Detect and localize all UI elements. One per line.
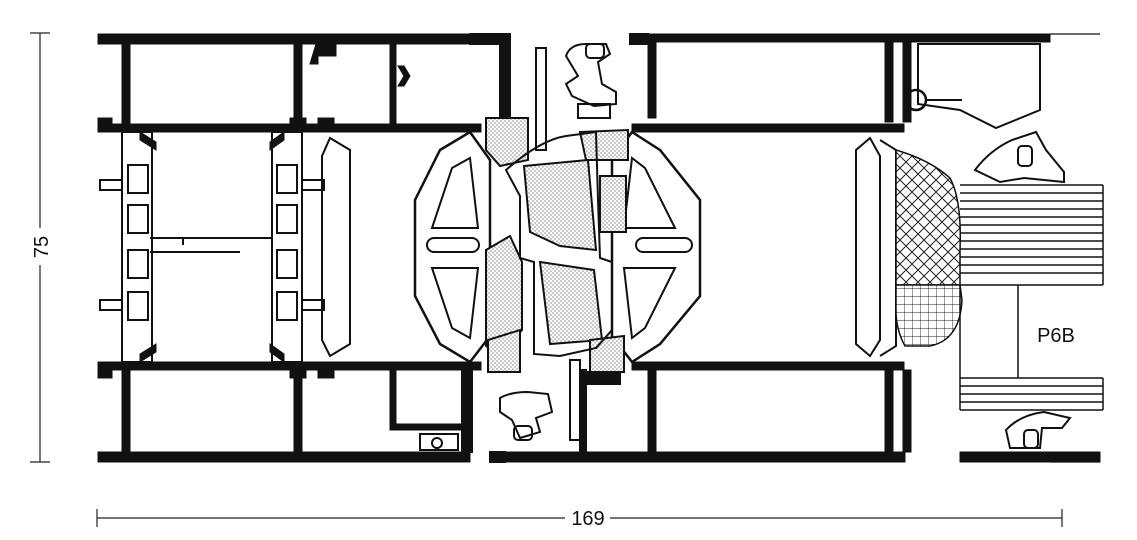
right-sash-profile (504, 33, 1101, 463)
height-dimension: 75 (30, 32, 53, 463)
glass-type-label: P6B (1037, 325, 1075, 347)
glass-pane-lines (960, 184, 1104, 411)
width-dimension-label: 169 (571, 508, 604, 530)
central-interlock (461, 33, 649, 463)
width-dimension: 169 (96, 508, 1063, 530)
glazing-area: P6B (895, 148, 1104, 411)
left-frame-profile (97, 33, 492, 463)
height-dimension-label: 75 (31, 236, 53, 258)
